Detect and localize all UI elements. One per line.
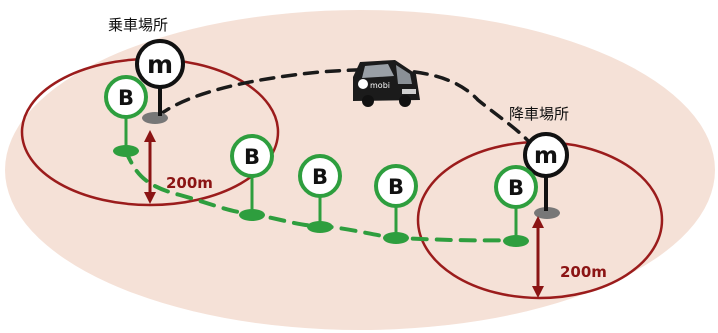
mobi-stop-base (142, 112, 168, 124)
bus-stop-5: B (494, 165, 538, 247)
mobi-stop-alighting: m (523, 132, 569, 219)
svg-text:m: m (534, 143, 558, 169)
bus-stop-pin-icon: B (298, 154, 342, 198)
mobi-stop-base (534, 207, 560, 219)
bus-stop-4: B (374, 164, 418, 244)
svg-text:B: B (388, 175, 404, 199)
bus-stop-3: B (298, 154, 342, 233)
boarding-place-label: 乗車場所 (108, 16, 169, 34)
svg-text:B: B (508, 176, 524, 200)
radius-arrow-alighting (532, 216, 544, 298)
bus-stop-1: B (104, 75, 148, 157)
bus-stop-2: B (230, 134, 274, 221)
radius-arrow-boarding (144, 130, 156, 204)
bus-stop-pin-icon: B (104, 75, 148, 119)
bus-stop-pin-icon: B (494, 165, 538, 209)
svg-text:m: m (147, 50, 173, 79)
mobi-stop-pin-icon: m (135, 39, 185, 89)
svg-text:B: B (312, 165, 328, 189)
mobi-minivan-icon: mobi (353, 60, 420, 107)
service-area (5, 10, 715, 330)
mobi-stop-pin-icon: m (523, 132, 569, 178)
alighting-place-label: 降車場所 (509, 105, 570, 123)
bus-stop-pin-icon: B (230, 134, 274, 178)
bus-stop-pin-icon: B (374, 164, 418, 208)
svg-text:B: B (244, 145, 260, 169)
svg-text:B: B (118, 86, 134, 110)
mobi-stop-boarding: m (135, 39, 185, 124)
bus-route-line (123, 148, 518, 243)
distance-label-boarding: 200m (166, 174, 213, 192)
vehicle-logo: mobi (370, 81, 390, 90)
distance-label-alighting: 200m (560, 263, 607, 281)
